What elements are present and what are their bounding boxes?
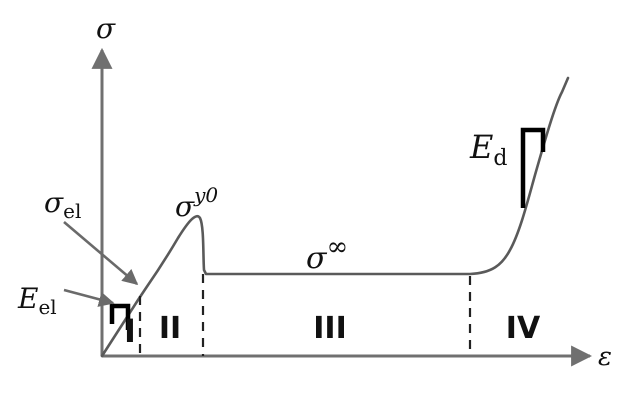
x-axis-label: ε bbox=[598, 342, 612, 372]
region-II-label: II bbox=[159, 311, 181, 346]
y-axis-label: σ bbox=[96, 12, 116, 45]
region-I-label: I bbox=[124, 312, 136, 350]
stress-strain-curve bbox=[100, 76, 570, 358]
elastic-slope-triangle bbox=[109, 303, 131, 330]
densification-slope-triangle bbox=[520, 127, 546, 208]
region-III-label: III bbox=[313, 311, 347, 346]
E-d-label: Ed bbox=[469, 128, 507, 171]
sigma-inf-label: σ∞ bbox=[306, 232, 348, 276]
sigma-el-pointer bbox=[63, 221, 139, 286]
E-el-pointer bbox=[63, 288, 115, 307]
E-el-label: Eel bbox=[17, 282, 57, 319]
region-IV-label: IV bbox=[506, 311, 541, 346]
sigma-y0-label: σy0 bbox=[175, 183, 218, 223]
sigma-el-label: σel bbox=[44, 186, 81, 223]
